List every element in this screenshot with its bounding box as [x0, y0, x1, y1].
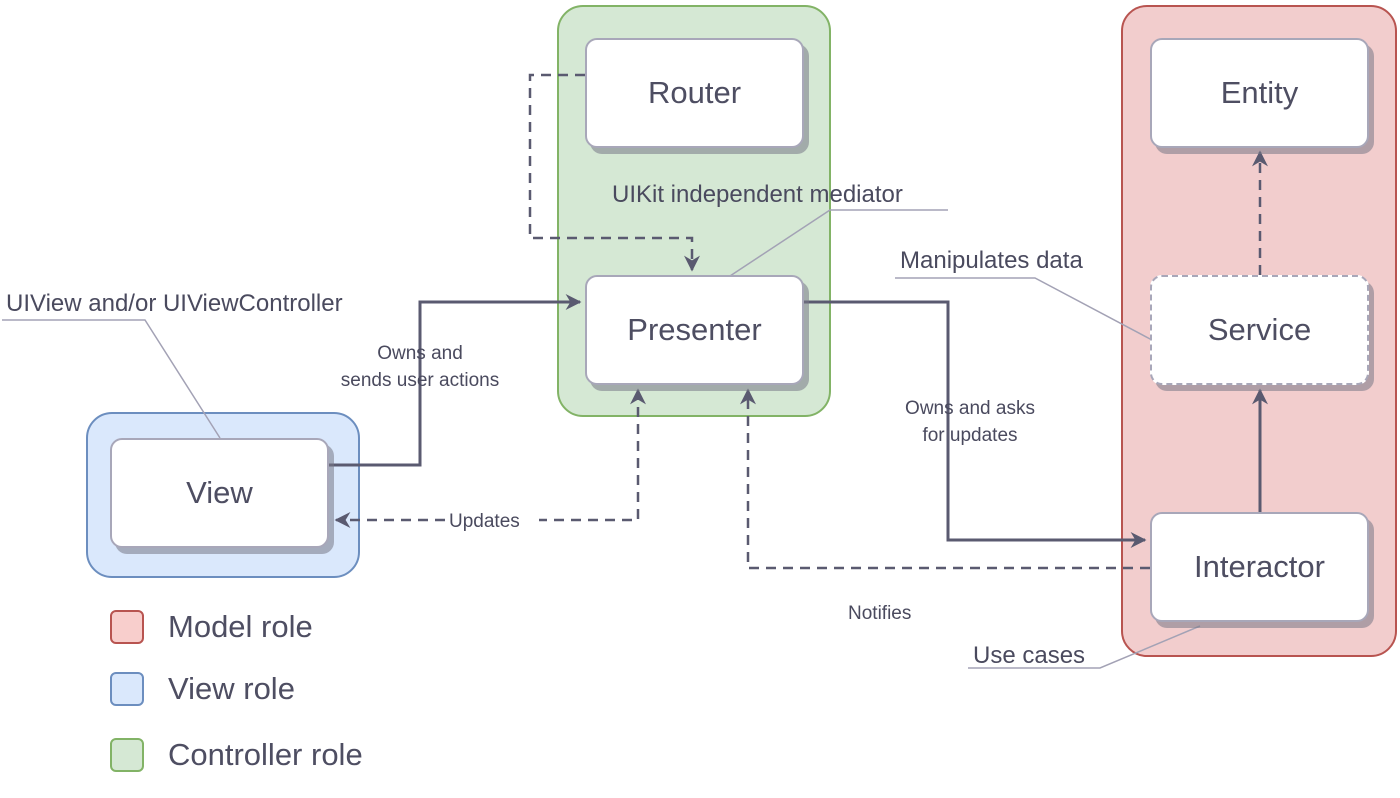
updates-label-bg — [447, 508, 539, 534]
legend-controller: Controller role — [110, 735, 363, 775]
legend-view: View role — [110, 669, 295, 709]
mediator-annotation: UIKit independent mediator — [612, 181, 903, 208]
legend-model-label: Model role — [168, 609, 313, 644]
interactor-node: Interactor — [1150, 512, 1369, 622]
uiview-annotation: UIView and/or UIViewController — [6, 290, 343, 317]
updates-label: Updates — [449, 511, 520, 532]
edge-presenter-interactor — [804, 300, 1147, 548]
leader-use-cases — [968, 625, 1201, 669]
router-node: Router — [585, 38, 804, 148]
leader-uiview — [2, 319, 221, 439]
edge-presenter-view — [334, 388, 646, 528]
legend-view-label: View role — [168, 671, 295, 706]
entity-node: Entity — [1150, 38, 1369, 148]
interactor-label: Interactor — [1194, 549, 1325, 584]
legend-model-swatch — [110, 610, 144, 644]
legend-controller-label: Controller role — [168, 737, 363, 772]
router-label: Router — [647, 75, 742, 110]
owns-asks-line2: for updates — [922, 425, 1018, 446]
entity-label: Entity — [1220, 75, 1299, 110]
owns-sends-line1: Owns and — [377, 343, 463, 364]
legend-model: Model role — [110, 607, 313, 647]
view-node: View — [110, 438, 329, 548]
owns-sends-label: Owns and sends user actions — [330, 340, 510, 394]
owns-asks-label: Owns and asks for updates — [872, 395, 1068, 449]
owns-asks-line1: Owns and asks — [905, 398, 1035, 419]
manipulates-annotation: Manipulates data — [900, 247, 1083, 274]
use-cases-annotation: Use cases — [973, 642, 1086, 669]
leader-manipulates — [895, 277, 1153, 341]
owns-sends-line2: sends user actions — [340, 370, 500, 391]
service-label: Service — [1207, 312, 1312, 347]
view-label: View — [186, 475, 253, 510]
presenter-node: Presenter — [585, 275, 804, 385]
legend-view-swatch — [110, 672, 144, 706]
leader-mediator — [729, 209, 948, 277]
edge-router-presenter — [528, 73, 700, 272]
notifies-label: Notifies — [848, 603, 912, 624]
presenter-label: Presenter — [627, 312, 762, 347]
service-node: Service — [1150, 275, 1369, 385]
legend-controller-swatch — [110, 738, 144, 772]
